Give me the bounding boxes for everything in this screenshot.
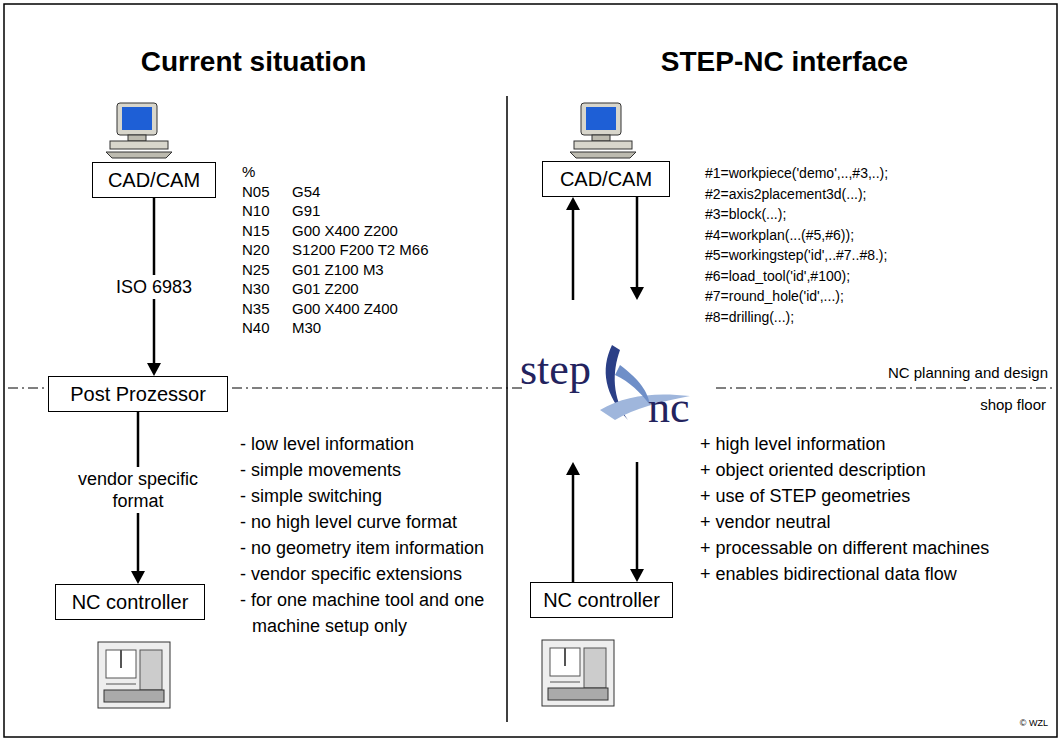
list-item: - vendor specific extensions (240, 561, 492, 587)
box-text: NC controller (543, 589, 660, 612)
process-box: NC controller (530, 582, 673, 618)
gcode-line: % (242, 163, 255, 180)
box-text: CAD/CAM (560, 168, 652, 191)
computer-icon (570, 103, 636, 158)
list-item: - for one machine tool and one machine s… (240, 587, 492, 639)
arrow-head (630, 569, 644, 582)
column-heading: Current situation (0, 46, 507, 78)
edge-label: ISO 6983 (113, 275, 195, 299)
frame-border (4, 4, 1057, 737)
process-box: CAD/CAM (542, 161, 670, 197)
step-nc-code-line: #8=drilling(...); (705, 309, 794, 325)
list-item: - no high level curve format (240, 509, 492, 535)
gcode-line: G91 (292, 202, 320, 219)
list-item: - no geometry item information (240, 535, 492, 561)
gcode-block-number: N30 (242, 280, 270, 297)
arrow-head (147, 363, 161, 376)
box-text: Post Prozessor (70, 383, 206, 406)
gcode-line: G00 X400 Z200 (292, 222, 398, 239)
arrow-head (566, 462, 580, 475)
list-item: - low level information (240, 431, 492, 457)
computer-icon (106, 103, 172, 158)
machine-tool-icon (542, 640, 614, 706)
gcode-block-number: N10 (242, 202, 270, 219)
logo-text: step (520, 344, 591, 395)
list-item: + use of STEP geometries (700, 483, 1000, 509)
process-box: CAD/CAM (92, 162, 216, 198)
feature-list: + high level information+ object oriente… (700, 431, 1000, 587)
column-heading: STEP-NC interface (507, 46, 1062, 78)
step-nc-code-line: #1=workpiece('demo',..,#3,..); (705, 165, 888, 181)
step-nc-code-line: #5=workingstep('id',..#7..#8.); (705, 247, 887, 263)
machine-tool-icon (98, 642, 170, 708)
zone-label: shop floor (980, 396, 1046, 413)
gcode-block-number: N40 (242, 319, 270, 336)
list-item: - simple switching (240, 483, 492, 509)
gcode-block-number: N15 (242, 222, 270, 239)
step-nc-code-line: #2=axis2placement3d(...); (705, 186, 866, 202)
list-item: + high level information (700, 431, 1000, 457)
gcode-line: S1200 F200 T2 M66 (292, 241, 428, 258)
arrow-head (566, 197, 580, 210)
box-text: NC controller (72, 591, 189, 614)
feature-list: - low level information- simple movement… (240, 431, 492, 639)
process-box: Post Prozessor (48, 376, 228, 412)
box-text: CAD/CAM (108, 169, 200, 192)
divider-line (506, 96, 508, 722)
process-box: NC controller (55, 584, 205, 620)
gcode-block-number: N05 (242, 183, 270, 200)
gcode-line: G54 (292, 183, 320, 200)
list-item: - simple movements (240, 457, 492, 483)
list-item: + vendor neutral (700, 509, 1000, 535)
arrow-head (131, 571, 145, 584)
flow-arrow (630, 197, 644, 582)
gcode-line: G01 Z100 M3 (292, 261, 384, 278)
step-nc-code-line: #3=block(...); (705, 206, 786, 222)
connector-line (636, 197, 639, 572)
gcode-block-number: N25 (242, 261, 270, 278)
list-item: + processable on different machines (700, 535, 1000, 561)
logo-text: nc (648, 382, 690, 433)
edge-label: vendor specific format (60, 467, 216, 513)
step-nc-code-line: #7=round_hole('id',...); (705, 288, 844, 304)
zone-label: NC planning and design (888, 364, 1048, 381)
list-item: + enables bidirectional data flow (700, 561, 1000, 587)
gcode-line: G00 X400 Z400 (292, 300, 398, 317)
list-item: + object oriented description (700, 457, 1000, 483)
gcode-line: G01 Z200 (292, 280, 359, 297)
gcode-block-number: N20 (242, 241, 270, 258)
gcode-line: M30 (292, 319, 321, 336)
copyright-note: © WZL (1020, 718, 1048, 728)
arrow-head (630, 287, 644, 300)
step-nc-code-line: #4=workplan(...(#5,#6)); (705, 227, 854, 243)
gcode-block-number: N35 (242, 300, 270, 317)
connector-line (572, 207, 575, 582)
step-nc-code-line: #6=load_tool('id',#100); (705, 268, 850, 284)
